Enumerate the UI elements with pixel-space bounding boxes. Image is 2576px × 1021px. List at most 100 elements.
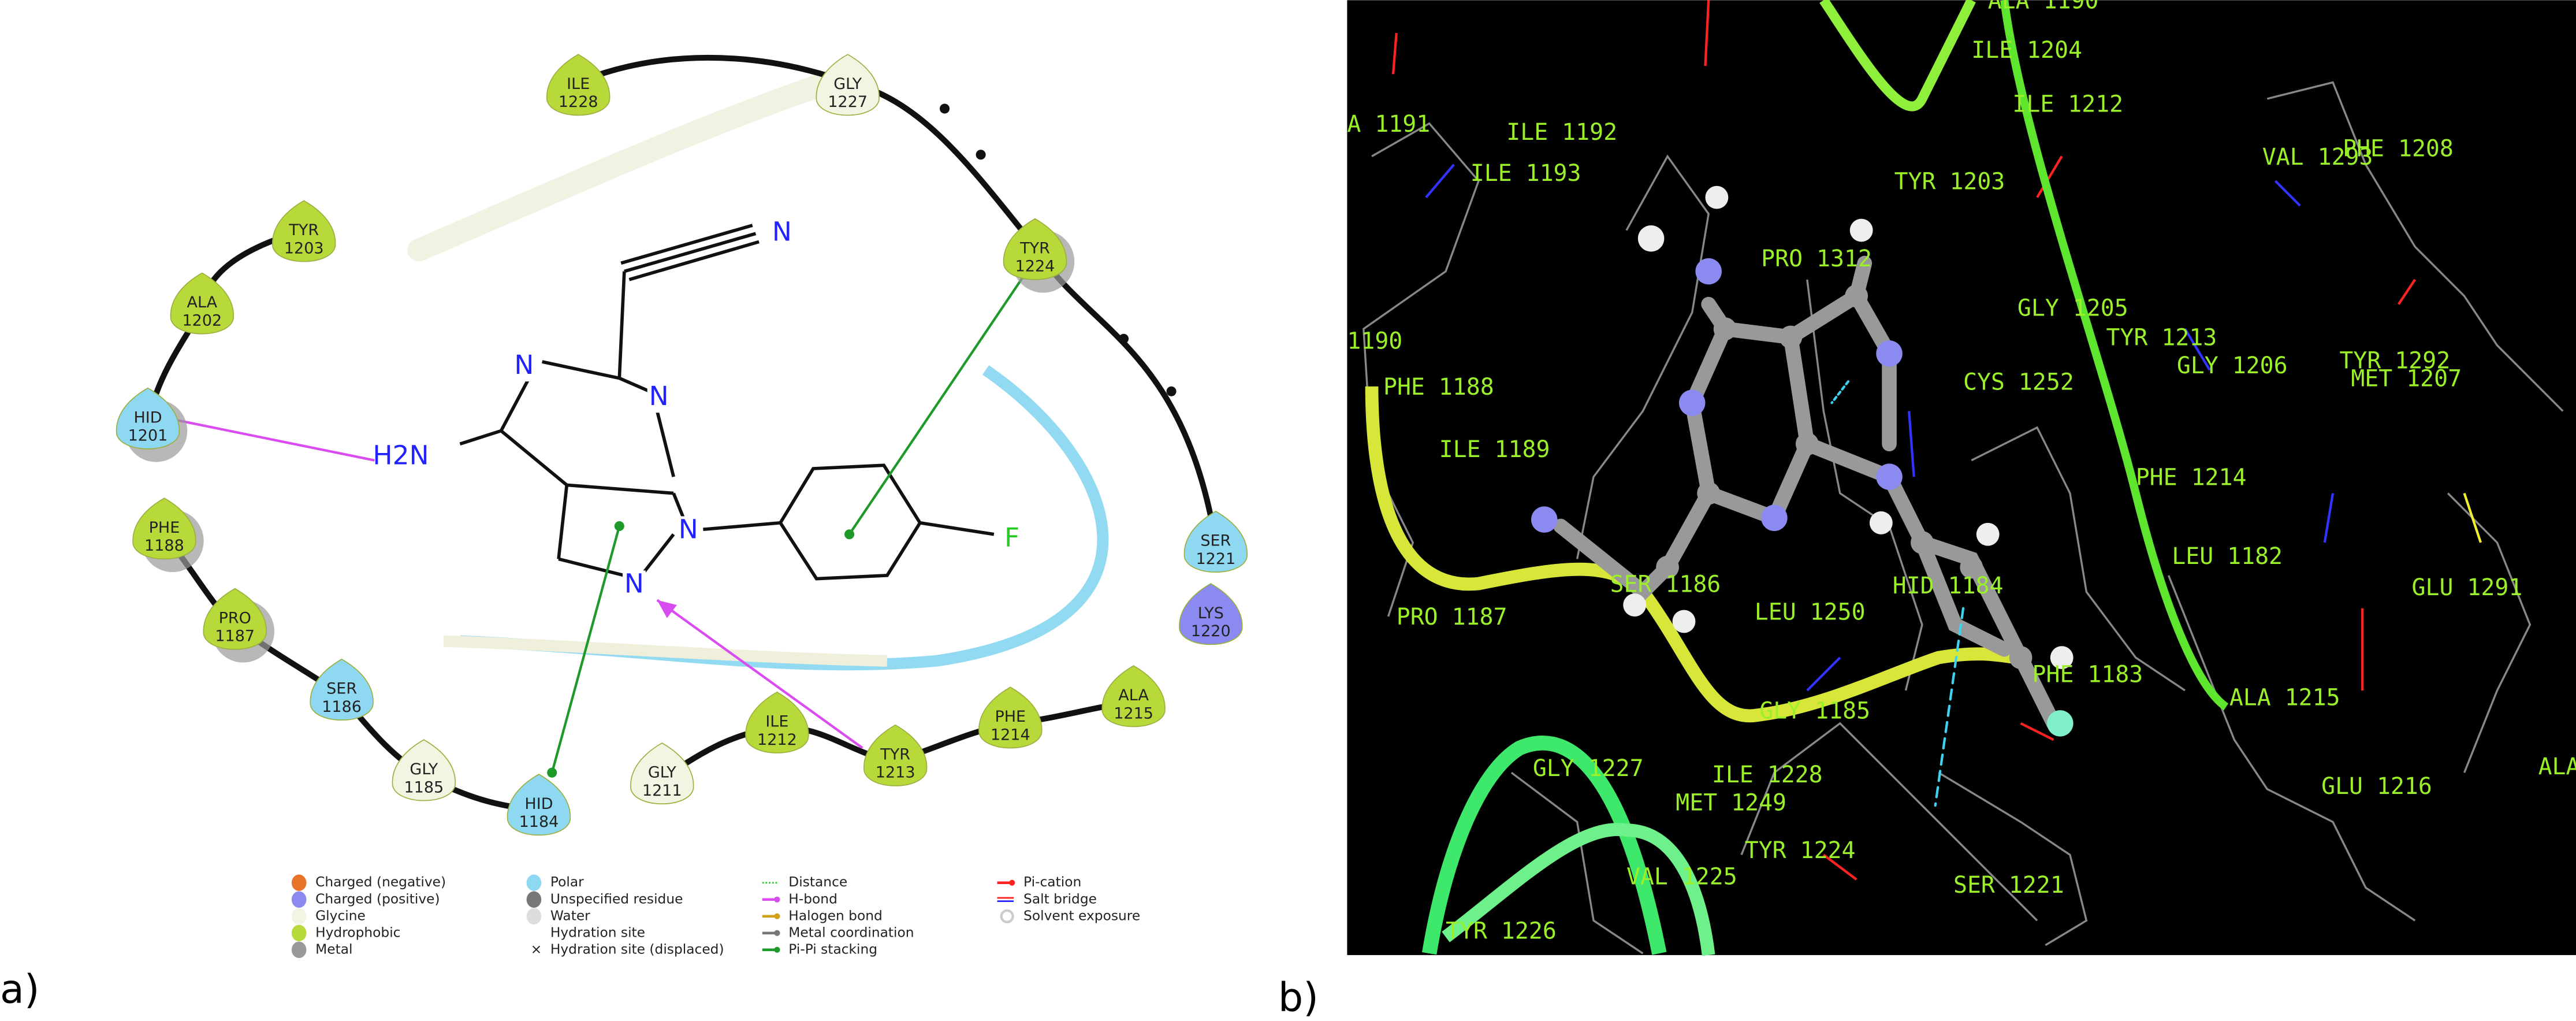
residue-label-3d: 1190 bbox=[1347, 328, 1402, 354]
pipi-stacking-line bbox=[848, 270, 1028, 535]
legend-item: Metal coordination bbox=[762, 925, 914, 940]
residue-shape bbox=[1003, 218, 1067, 280]
legend-swatch-icon bbox=[291, 874, 307, 891]
residue-label-3d: LEU 1182 bbox=[2172, 543, 2283, 570]
legend-label: Hydration site bbox=[550, 925, 645, 940]
residue-label-3d: ALA 1215 bbox=[2229, 685, 2340, 711]
legend-item: Charged (negative) bbox=[291, 874, 446, 891]
residue-name: ALA bbox=[187, 294, 218, 311]
legend-item: H-bond bbox=[762, 891, 837, 907]
residue-label-3d: ILE 1204 bbox=[1971, 37, 2082, 64]
legend-label: Distance bbox=[788, 874, 847, 890]
residue-shape bbox=[863, 724, 928, 786]
residue-label-3d: PHE 1208 bbox=[2343, 136, 2454, 162]
x-icon: × bbox=[531, 941, 542, 957]
residue-name: HID bbox=[524, 795, 553, 813]
residue-label-3d: PHE 1214 bbox=[2136, 464, 2247, 491]
legend-swatch-icon bbox=[526, 891, 542, 908]
residue-name: SER bbox=[1200, 532, 1231, 550]
residue-name: TYR bbox=[288, 221, 319, 239]
atom-label-fluorine: F bbox=[1004, 522, 1019, 553]
residue-label-3d: TYR 1226 bbox=[1446, 918, 1557, 944]
residue-number: 1211 bbox=[642, 782, 682, 800]
legend-item: Hydration site bbox=[550, 925, 645, 940]
residue-name: TYR bbox=[1019, 239, 1050, 257]
residue-label-3d: PHE 1188 bbox=[1383, 374, 1494, 400]
residue-shape bbox=[272, 200, 336, 262]
legend-label: Pi-Pi stacking bbox=[788, 941, 877, 957]
residue-shape bbox=[630, 742, 694, 804]
legend-label: Unspecified residue bbox=[550, 891, 683, 907]
legend-item: Metal bbox=[291, 941, 352, 959]
hbond-line bbox=[656, 599, 863, 749]
legend-item: Halogen bond bbox=[762, 908, 883, 923]
legend-item: Distance bbox=[762, 874, 847, 890]
residue-label-3d: PRO 1187 bbox=[1397, 604, 1507, 630]
residue-number: 1224 bbox=[1015, 258, 1055, 276]
residue-label-3d: HID 1184 bbox=[1893, 573, 2004, 599]
residue-label-3d: LEU 1250 bbox=[1755, 599, 1866, 626]
residue-label-3d: PRO 1312 bbox=[1761, 246, 1872, 272]
legend-swatch-icon bbox=[291, 941, 307, 959]
residue-shape bbox=[1101, 665, 1166, 727]
atom-label-amine: H2N bbox=[373, 440, 429, 471]
residue-number: 1187 bbox=[215, 628, 255, 645]
residue-label-3d: GLY 1227 bbox=[1533, 755, 1644, 782]
residue-number: 1227 bbox=[828, 93, 868, 111]
residue-label-3d: GLU 1216 bbox=[2321, 773, 2432, 800]
residue-label-3d: GLY 1205 bbox=[2017, 295, 2128, 321]
residue-number: 1188 bbox=[144, 537, 184, 555]
ribbon-yellow bbox=[1365, 386, 2021, 723]
residue-number: 1184 bbox=[519, 813, 559, 831]
atom-label-n-pyrazole1: N bbox=[679, 514, 698, 545]
residue-label-3d: GLY 1206 bbox=[2177, 352, 2288, 379]
legend-swatch-icon bbox=[526, 874, 542, 891]
residue-shape bbox=[170, 272, 234, 335]
ribbon-helix-green bbox=[1819, 0, 1976, 112]
pipi-stacking-line bbox=[550, 525, 621, 773]
legend-label: Hydration site (displaced) bbox=[550, 941, 724, 957]
residue-name: GLY bbox=[648, 764, 676, 782]
legend-label: Charged (negative) bbox=[315, 874, 446, 890]
residue-label-3d: TYR 1213 bbox=[2106, 325, 2217, 351]
residue-number: 1215 bbox=[1114, 704, 1153, 722]
legend: Charged (negative)Charged (positive)Glyc… bbox=[291, 874, 1140, 959]
residue-number: 1228 bbox=[559, 93, 598, 111]
residue-label-3d: ALA 1190 bbox=[1988, 0, 2099, 14]
legend-swatch-icon bbox=[526, 908, 542, 925]
legend-item: Hydrophobic bbox=[291, 925, 401, 942]
residue-name: PRO bbox=[219, 609, 251, 627]
residue-number: 1221 bbox=[1196, 550, 1235, 568]
panel-label-b: b) bbox=[1278, 975, 1319, 1021]
residue-name: PHE bbox=[995, 708, 1026, 726]
residue-label-3d: GLY 1185 bbox=[1759, 697, 1870, 724]
legend-label: Halogen bond bbox=[788, 908, 883, 923]
hbond-line bbox=[172, 418, 375, 462]
residue-label-3d: SER 1221 bbox=[1953, 872, 2064, 899]
legend-label: Salt bridge bbox=[1023, 891, 1097, 907]
residue-number: 1202 bbox=[182, 312, 222, 330]
legend-label: Pi-cation bbox=[1023, 874, 1081, 890]
residue-name: SER bbox=[326, 680, 357, 698]
atom-label-n-ring2: N bbox=[649, 381, 669, 411]
